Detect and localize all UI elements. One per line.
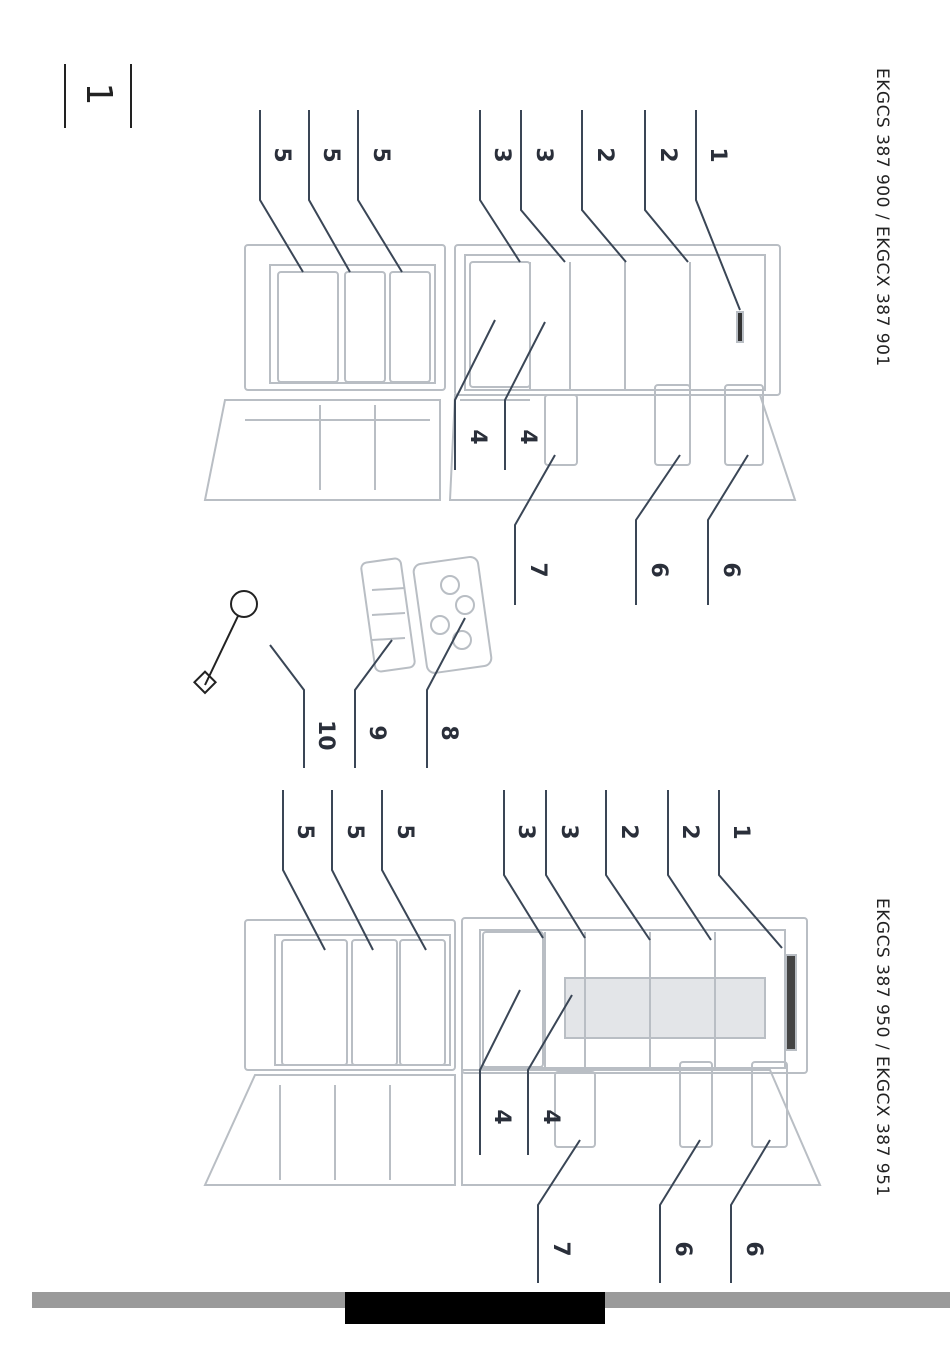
callout-top-6a: 6 xyxy=(715,555,745,585)
callout-bottom-3a: 3 xyxy=(553,817,583,847)
callout-bottom-6b: 6 xyxy=(667,1234,697,1264)
callout-top-7: 7 xyxy=(522,555,552,585)
callout-top-2a: 2 xyxy=(652,140,682,170)
callout-bottom-5c: 5 xyxy=(289,817,319,847)
callout-top-3a: 3 xyxy=(528,140,558,170)
callout-acc-8: 8 xyxy=(433,718,463,748)
callout-top-4b: 4 xyxy=(462,422,492,452)
callout-bottom-1: 1 xyxy=(725,817,755,847)
callout-bottom-6a: 6 xyxy=(738,1234,768,1264)
callout-top-4a: 4 xyxy=(512,422,542,452)
callout-bottom-2a: 2 xyxy=(674,817,704,847)
callout-top-2b: 2 xyxy=(589,140,619,170)
callout-bottom-3b: 3 xyxy=(510,817,540,847)
callout-bottom-7: 7 xyxy=(545,1234,575,1264)
top-fridge-illustration xyxy=(205,245,795,500)
callout-top-1: 1 xyxy=(702,140,732,170)
callout-bottom-5a: 5 xyxy=(389,817,419,847)
callout-acc-9: 9 xyxy=(361,718,391,748)
footer-black-block xyxy=(345,1292,605,1324)
callout-top-5a: 5 xyxy=(365,140,395,170)
callout-bottom-4a: 4 xyxy=(535,1102,565,1132)
callout-top-5b: 5 xyxy=(315,140,345,170)
callout-bottom-2b: 2 xyxy=(613,817,643,847)
callout-acc-10: 10 xyxy=(310,720,340,750)
callout-bottom-4b: 4 xyxy=(486,1102,516,1132)
bottom-fridge-illustration xyxy=(205,918,820,1185)
callout-bottom-5b: 5 xyxy=(339,817,369,847)
callout-top-6b: 6 xyxy=(643,555,673,585)
callout-top-5c: 5 xyxy=(266,140,296,170)
accessories-illustration xyxy=(194,556,492,693)
callout-top-3b: 3 xyxy=(486,140,516,170)
